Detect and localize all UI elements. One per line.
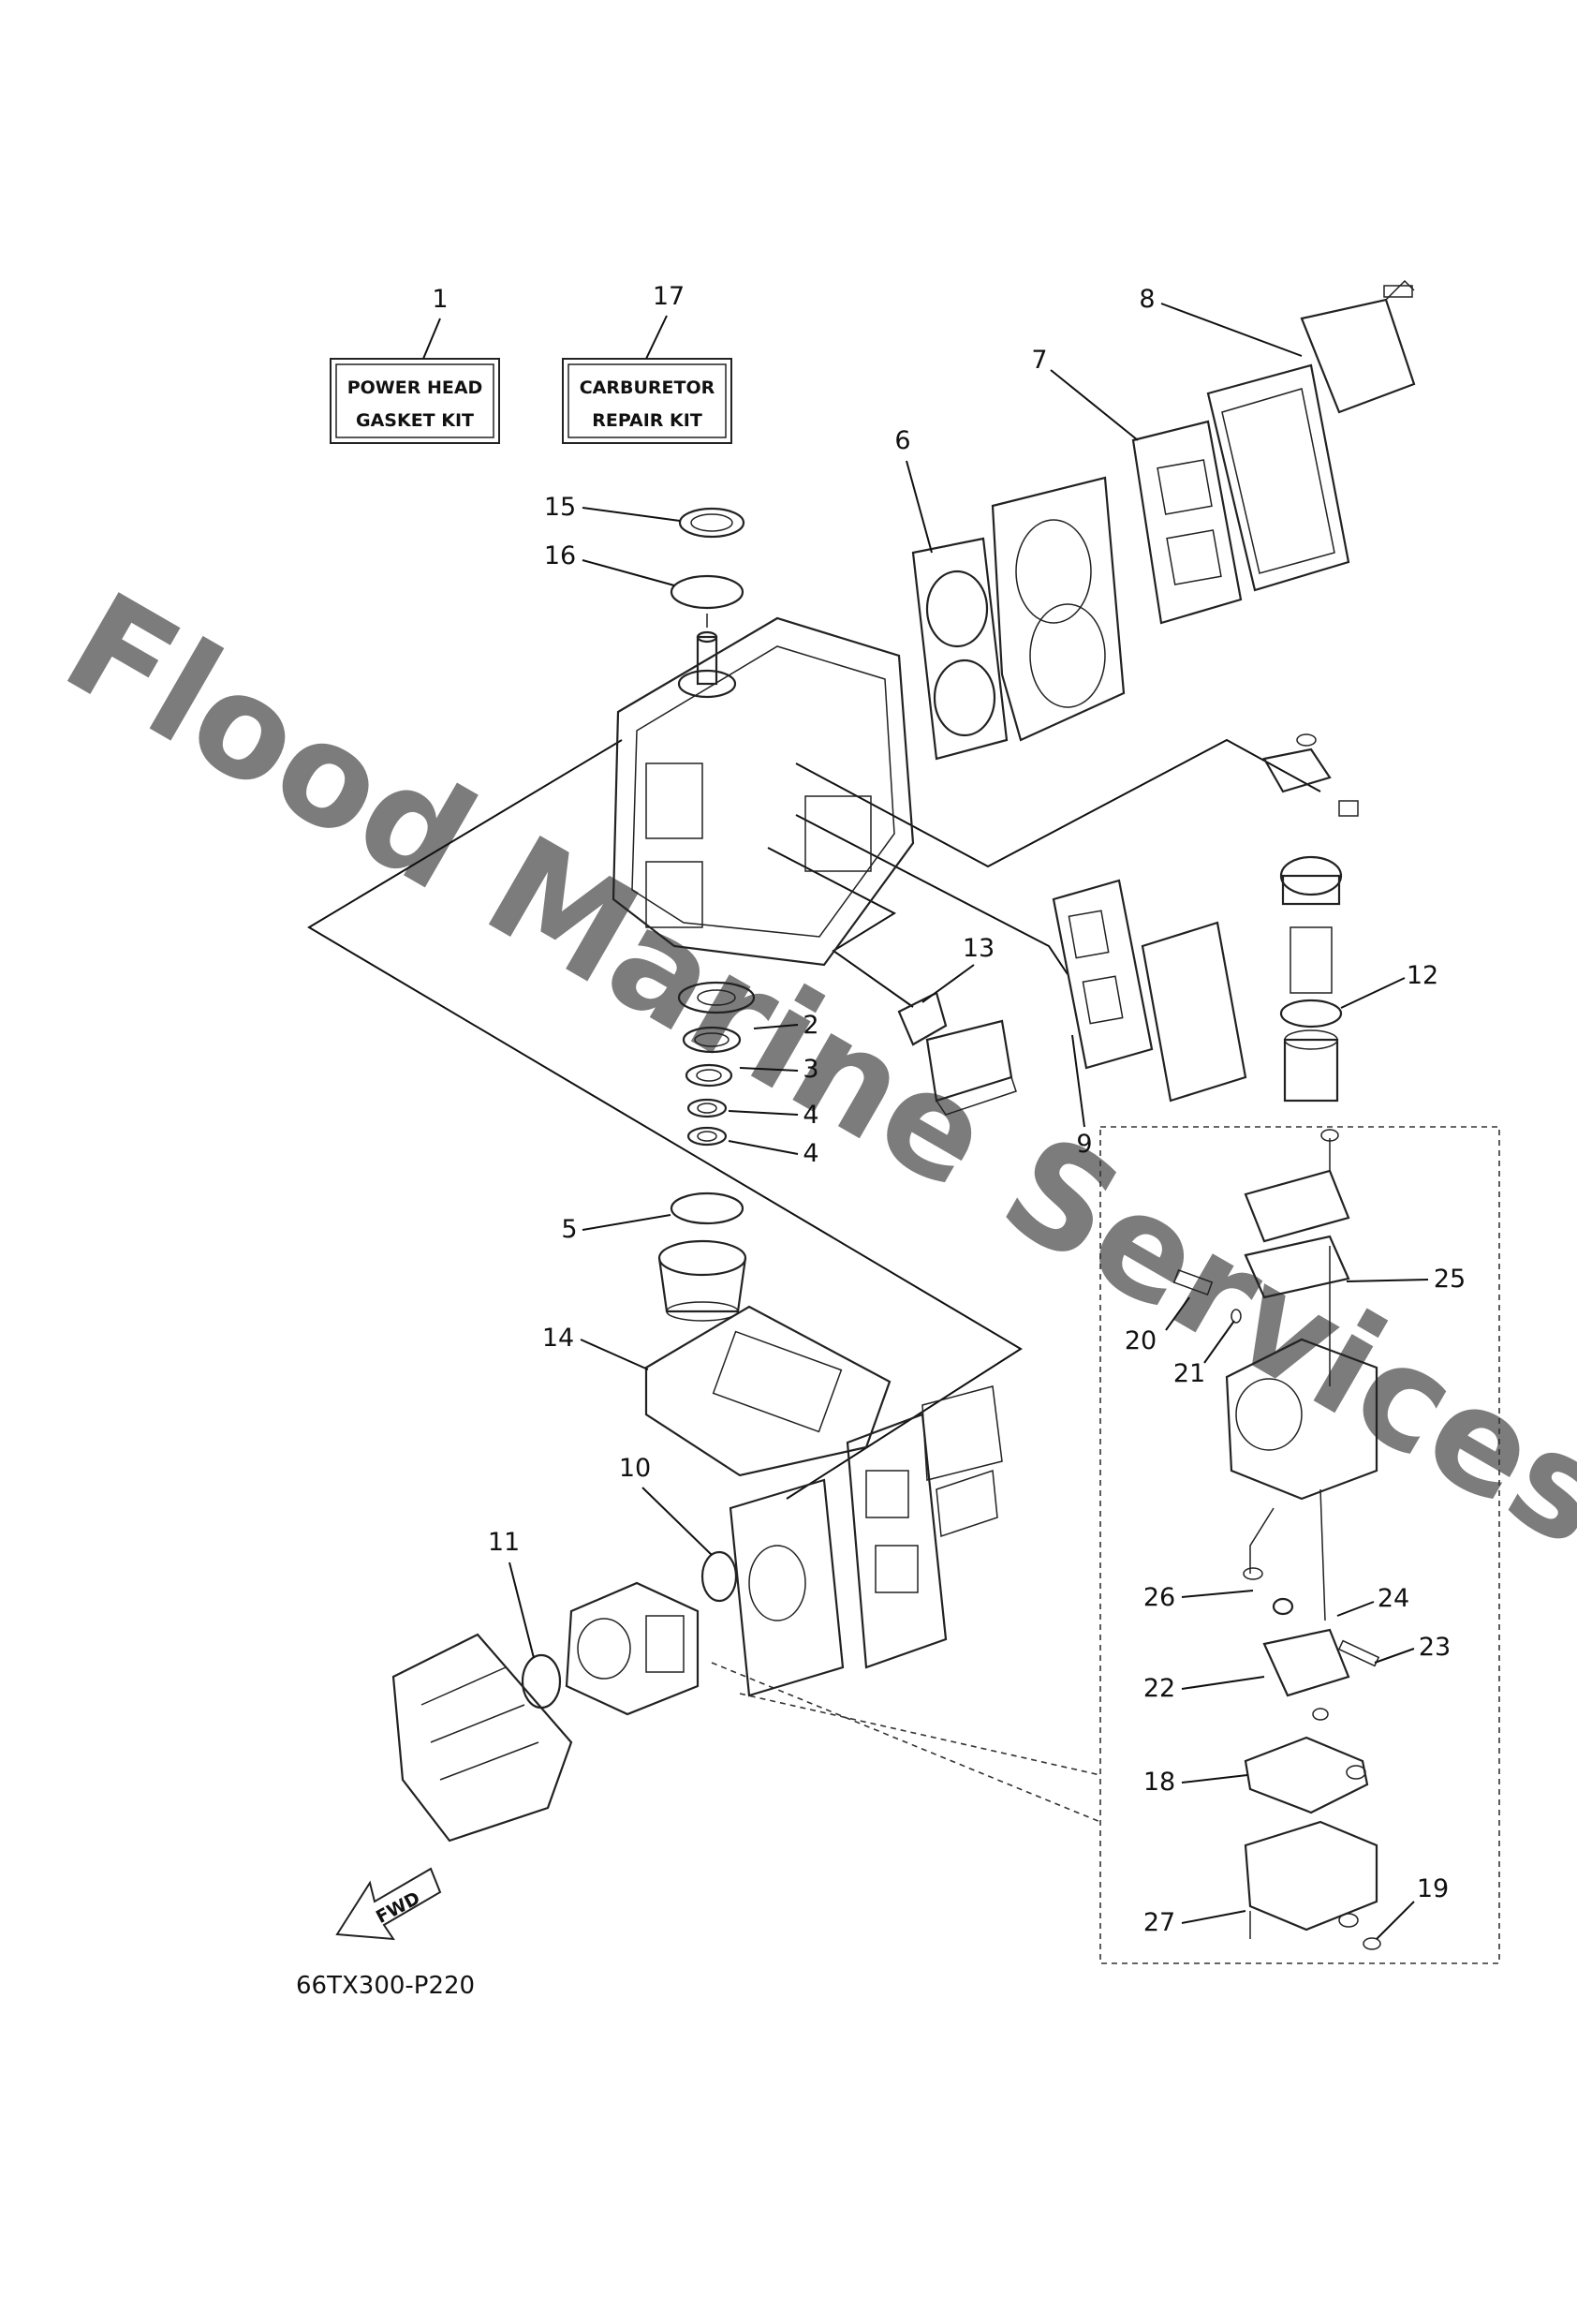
callout-9: 9 [1076, 1130, 1092, 1159]
lower-seal-stack [677, 981, 756, 1147]
callout-17: 17 [653, 282, 685, 311]
reed-valve-block [846, 1385, 1003, 1669]
callout-6: 6 [894, 426, 910, 455]
exhaust-gasket [644, 1305, 892, 1477]
intake-silencer [391, 1633, 573, 1843]
reed-cover [1141, 921, 1247, 1103]
callout-7: 7 [1031, 346, 1047, 375]
seal-housing [657, 1239, 747, 1322]
carburetor [565, 1581, 700, 1716]
callout-18: 18 [1143, 1768, 1175, 1797]
kit-label-line1: POWER HEAD [347, 377, 483, 398]
callout-5: 5 [561, 1215, 577, 1244]
fuel-pump [897, 991, 1017, 1116]
intake-manifold [729, 1478, 845, 1697]
callout-19: 19 [1417, 1874, 1449, 1903]
callout-1: 1 [432, 285, 448, 314]
callout-11: 11 [488, 1528, 520, 1557]
callout-3: 3 [803, 1055, 818, 1084]
kit-box-carburetor: CARBURETOR REPAIR KIT [562, 358, 732, 444]
carburetor-detail-frame [1099, 1126, 1500, 1964]
callout-8: 8 [1139, 285, 1155, 314]
group-boundary [307, 738, 1321, 1500]
callout-4: 4 [803, 1101, 818, 1130]
thermostat-cover [1300, 279, 1416, 414]
fwd-arrow-icon: FWD [335, 1867, 442, 1941]
callout-16: 16 [544, 541, 576, 570]
callout-23: 23 [1419, 1633, 1451, 1662]
cylinder-head-gasket [911, 537, 1009, 761]
o-ring-11 [521, 1653, 562, 1710]
o-ring-10 [700, 1550, 738, 1603]
callout-26: 26 [1143, 1583, 1175, 1612]
callout-10: 10 [619, 1454, 651, 1483]
head-cover-gasket [1131, 420, 1243, 625]
callout-22: 22 [1143, 1674, 1175, 1703]
crankcase-block [612, 616, 915, 967]
head-cover [1206, 363, 1350, 592]
carburetor-detail-parts [1172, 1129, 1381, 1950]
callout-13: 13 [963, 934, 995, 963]
callout-14: 14 [542, 1324, 574, 1353]
callout-20: 20 [1125, 1326, 1157, 1355]
kit-label-line2: GASKET KIT [356, 410, 474, 431]
callout-25: 25 [1434, 1265, 1466, 1294]
cylinder-head [991, 476, 1126, 742]
callout-2: 2 [803, 1011, 818, 1040]
kit-box-power-head: POWER HEAD GASKET KIT [330, 358, 500, 444]
callout-15: 15 [544, 493, 576, 522]
reed-cover-gasket [1052, 879, 1154, 1070]
callout-24: 24 [1378, 1584, 1409, 1613]
diagram-code: 66TX300-P220 [296, 1972, 475, 2000]
callout-27: 27 [1143, 1908, 1175, 1937]
kit-label-line1: CARBURETOR [580, 377, 715, 398]
callout-4: 4 [803, 1139, 818, 1168]
kit-label-line2: REPAIR KIT [592, 410, 702, 431]
thermostat-assembly [1262, 733, 1359, 1103]
callout-12: 12 [1407, 961, 1438, 990]
o-ring-5 [670, 1192, 744, 1225]
callout-21: 21 [1173, 1359, 1205, 1388]
oil-seal-top [678, 507, 745, 539]
o-ring-top [670, 574, 744, 610]
